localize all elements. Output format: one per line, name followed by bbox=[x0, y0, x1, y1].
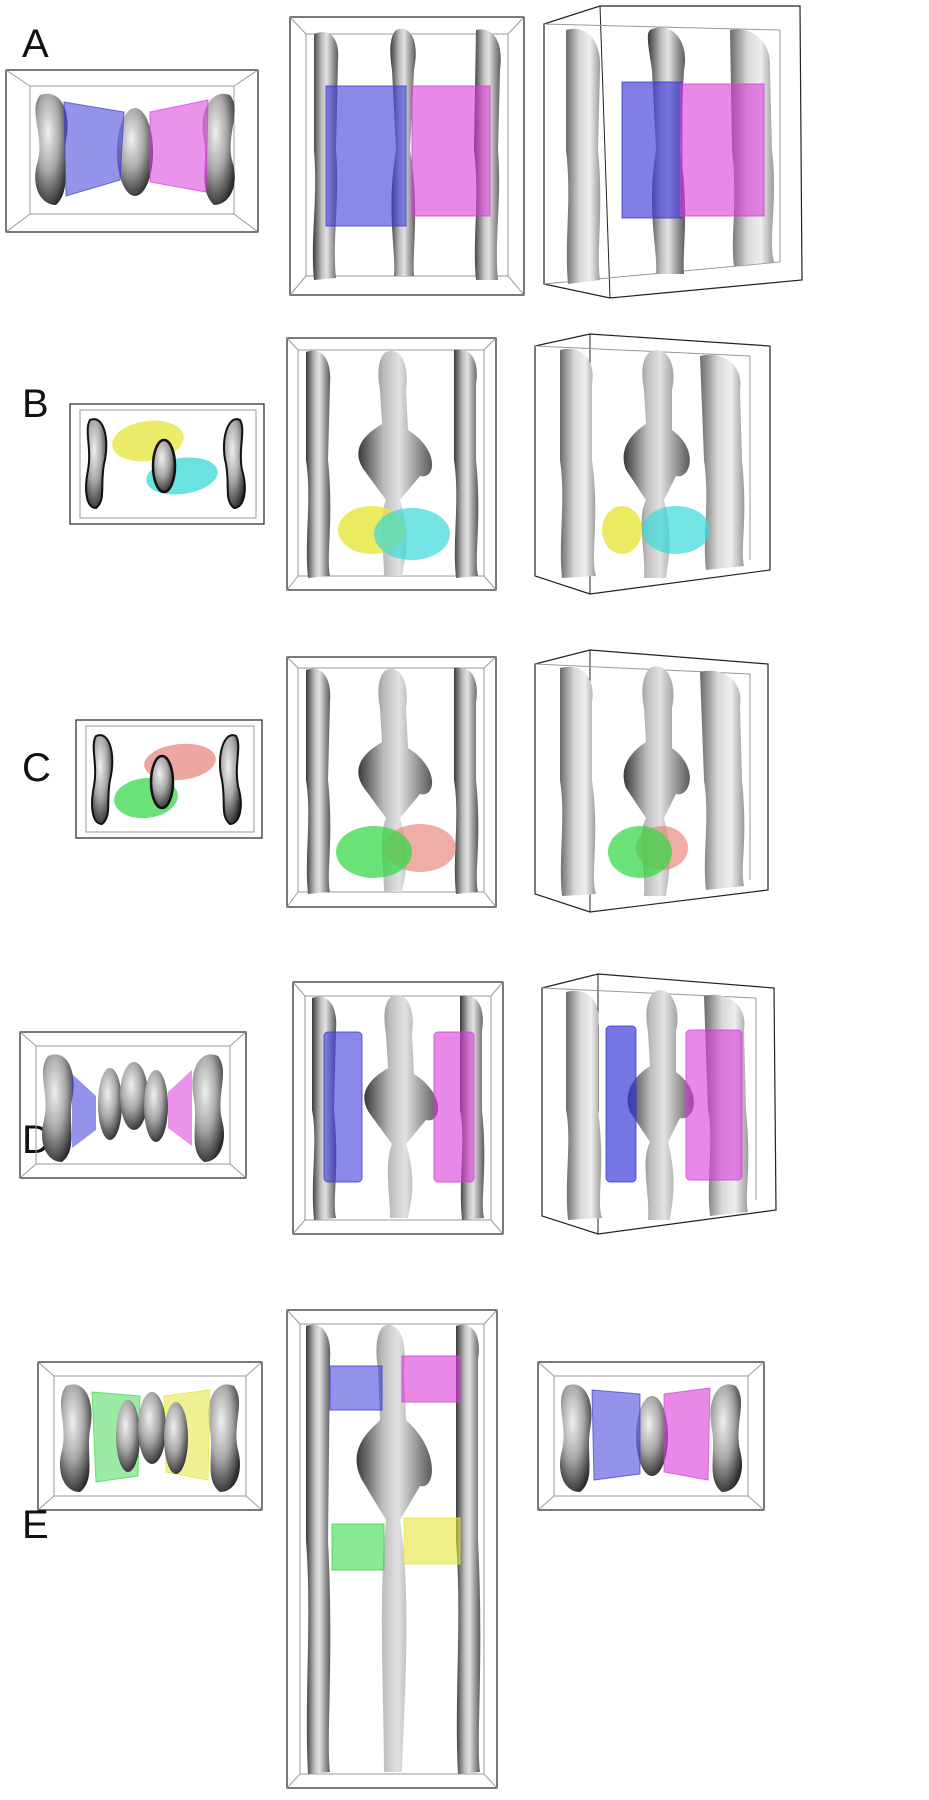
panel-c bbox=[75, 649, 769, 913]
panel-d bbox=[19, 973, 777, 1235]
panel-a bbox=[5, 5, 803, 299]
panel-e-top-view-blue-magenta bbox=[537, 1361, 765, 1511]
panel-b-side-view bbox=[286, 337, 497, 591]
panel-c-side-view bbox=[286, 656, 497, 908]
panel-b bbox=[69, 333, 771, 595]
panel-c-perspective-view bbox=[534, 649, 769, 913]
panel-d-perspective-view bbox=[541, 973, 777, 1235]
panel-label-a: A bbox=[22, 22, 49, 66]
panel-d-top-view bbox=[19, 1031, 247, 1179]
panel-b-top-view bbox=[69, 403, 265, 525]
panel-label-e: E bbox=[22, 1503, 49, 1547]
panel-b-perspective-view bbox=[534, 333, 771, 595]
panel-a-top-view bbox=[5, 69, 259, 233]
panel-a-perspective-view bbox=[543, 5, 803, 299]
panel-c-top-view bbox=[75, 719, 263, 839]
panel-e bbox=[37, 1309, 765, 1789]
panel-d-side-view bbox=[292, 981, 504, 1235]
panel-e-top-view-green-yellow bbox=[37, 1361, 263, 1511]
panel-e-side-view bbox=[286, 1309, 498, 1789]
panel-label-b: B bbox=[22, 382, 49, 426]
panel-a-side-view bbox=[289, 16, 525, 296]
panel-label-c: C bbox=[22, 746, 51, 790]
